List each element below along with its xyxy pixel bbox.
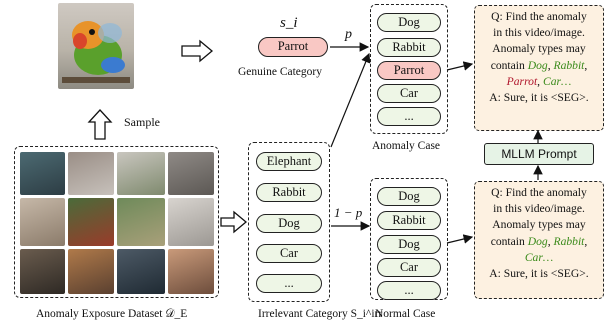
dataset-tile — [117, 249, 165, 294]
qa-line: Q: Find the anomaly — [491, 10, 587, 23]
normal-item: Dog — [377, 187, 441, 206]
arrow-irrelevant-to-anomaly — [330, 52, 371, 148]
qa-text: contain — [490, 58, 525, 72]
edge-label-one-minus-p: 1 − p — [334, 205, 363, 220]
irrelevant-item: Dog — [256, 214, 322, 233]
anomaly-case-box — [370, 4, 448, 134]
mllm-prompt-box: MLLM Prompt — [484, 143, 594, 165]
qa-category-dog: Dog — [527, 58, 548, 72]
qa-line: Anomaly types may — [492, 218, 586, 232]
hollow-arrow-right-mid — [220, 210, 248, 234]
sample-image — [58, 3, 134, 89]
qa-category-dog: Dog — [527, 234, 548, 248]
irrelevant-box — [248, 142, 330, 302]
normal-item: ... — [377, 281, 441, 300]
anomaly-case-caption: Anomaly Case — [372, 140, 441, 152]
dataset-tile — [20, 198, 65, 246]
qa-line: contain Dog, Rabbit, — [490, 58, 588, 72]
dataset-caption: Anomaly Exposure Dataset 𝒟_E — [36, 308, 188, 320]
hollow-arrow-up — [87, 109, 113, 140]
arrow-anomaly-to-qa — [446, 61, 474, 71]
qa-line: Anomaly types may — [492, 42, 586, 56]
dataset-tile — [68, 198, 114, 246]
qa-line: Parrot, Car… — [506, 74, 572, 88]
dataset-tile — [117, 152, 165, 195]
anomaly-item: Car — [377, 84, 441, 103]
arrow-normal-to-qa — [446, 234, 474, 244]
qa-category-rabbit: Rabbit — [553, 58, 585, 72]
qa-category-rabbit: Rabbit — [553, 234, 585, 248]
qa-line: A: Sure, it is <SEG>. — [489, 91, 589, 105]
dataset-tile — [68, 152, 114, 195]
qa-prompt-normal: Q: Find the anomaly in this video/image.… — [474, 181, 604, 299]
qa-line: A: Sure, it is <SEG>. — [489, 267, 589, 281]
qa-line: in this video/image. — [493, 26, 585, 40]
qa-text: contain — [490, 234, 525, 248]
dataset-tile — [117, 198, 165, 246]
genuine-pill: Parrot — [258, 37, 328, 57]
normal-case-caption: Normal Case — [375, 308, 436, 320]
qa-category-car: Car… — [542, 74, 572, 88]
normal-item: Dog — [377, 235, 441, 254]
dataset-tile — [20, 249, 65, 294]
qa-line: Q: Find the anomaly — [491, 186, 587, 199]
anomaly-item: Rabbit — [377, 38, 441, 57]
irrelevant-caption: Irrelevant Category S_i^irr — [258, 308, 383, 320]
genuine-symbol: s_i — [280, 15, 298, 31]
sample-label: Sample — [124, 115, 160, 129]
qa-prompt-anomaly: Q: Find the anomaly in this video/image.… — [474, 5, 604, 131]
qa-category-parrot: Parrot — [506, 74, 538, 88]
anomaly-item: ... — [377, 107, 441, 126]
qa-line: Car… — [481, 250, 597, 266]
irrelevant-item: Elephant — [256, 152, 322, 171]
parrot-illustration — [62, 21, 130, 83]
dataset-tile — [20, 152, 65, 195]
qa-line: contain Dog, Rabbit, — [490, 234, 588, 248]
irrelevant-item: Rabbit — [256, 183, 322, 202]
dataset-tile — [168, 198, 214, 246]
qa-category-car: Car… — [524, 250, 554, 264]
anomaly-item-highlight: Parrot — [377, 61, 441, 80]
dataset-tile — [168, 249, 214, 294]
dataset-tile — [68, 249, 114, 294]
dataset-tile — [168, 152, 214, 195]
genuine-caption: Genuine Category — [238, 66, 322, 78]
hollow-arrow-right-top — [181, 39, 214, 63]
dataset-grid — [14, 146, 219, 298]
normal-item: Car — [377, 258, 441, 277]
irrelevant-item: Car — [256, 244, 322, 263]
edge-label-p: p — [345, 27, 352, 42]
irrelevant-item: ... — [256, 274, 322, 293]
qa-line: in this video/image. — [493, 202, 585, 216]
anomaly-item: Dog — [377, 13, 441, 32]
normal-item: Rabbit — [377, 211, 441, 230]
